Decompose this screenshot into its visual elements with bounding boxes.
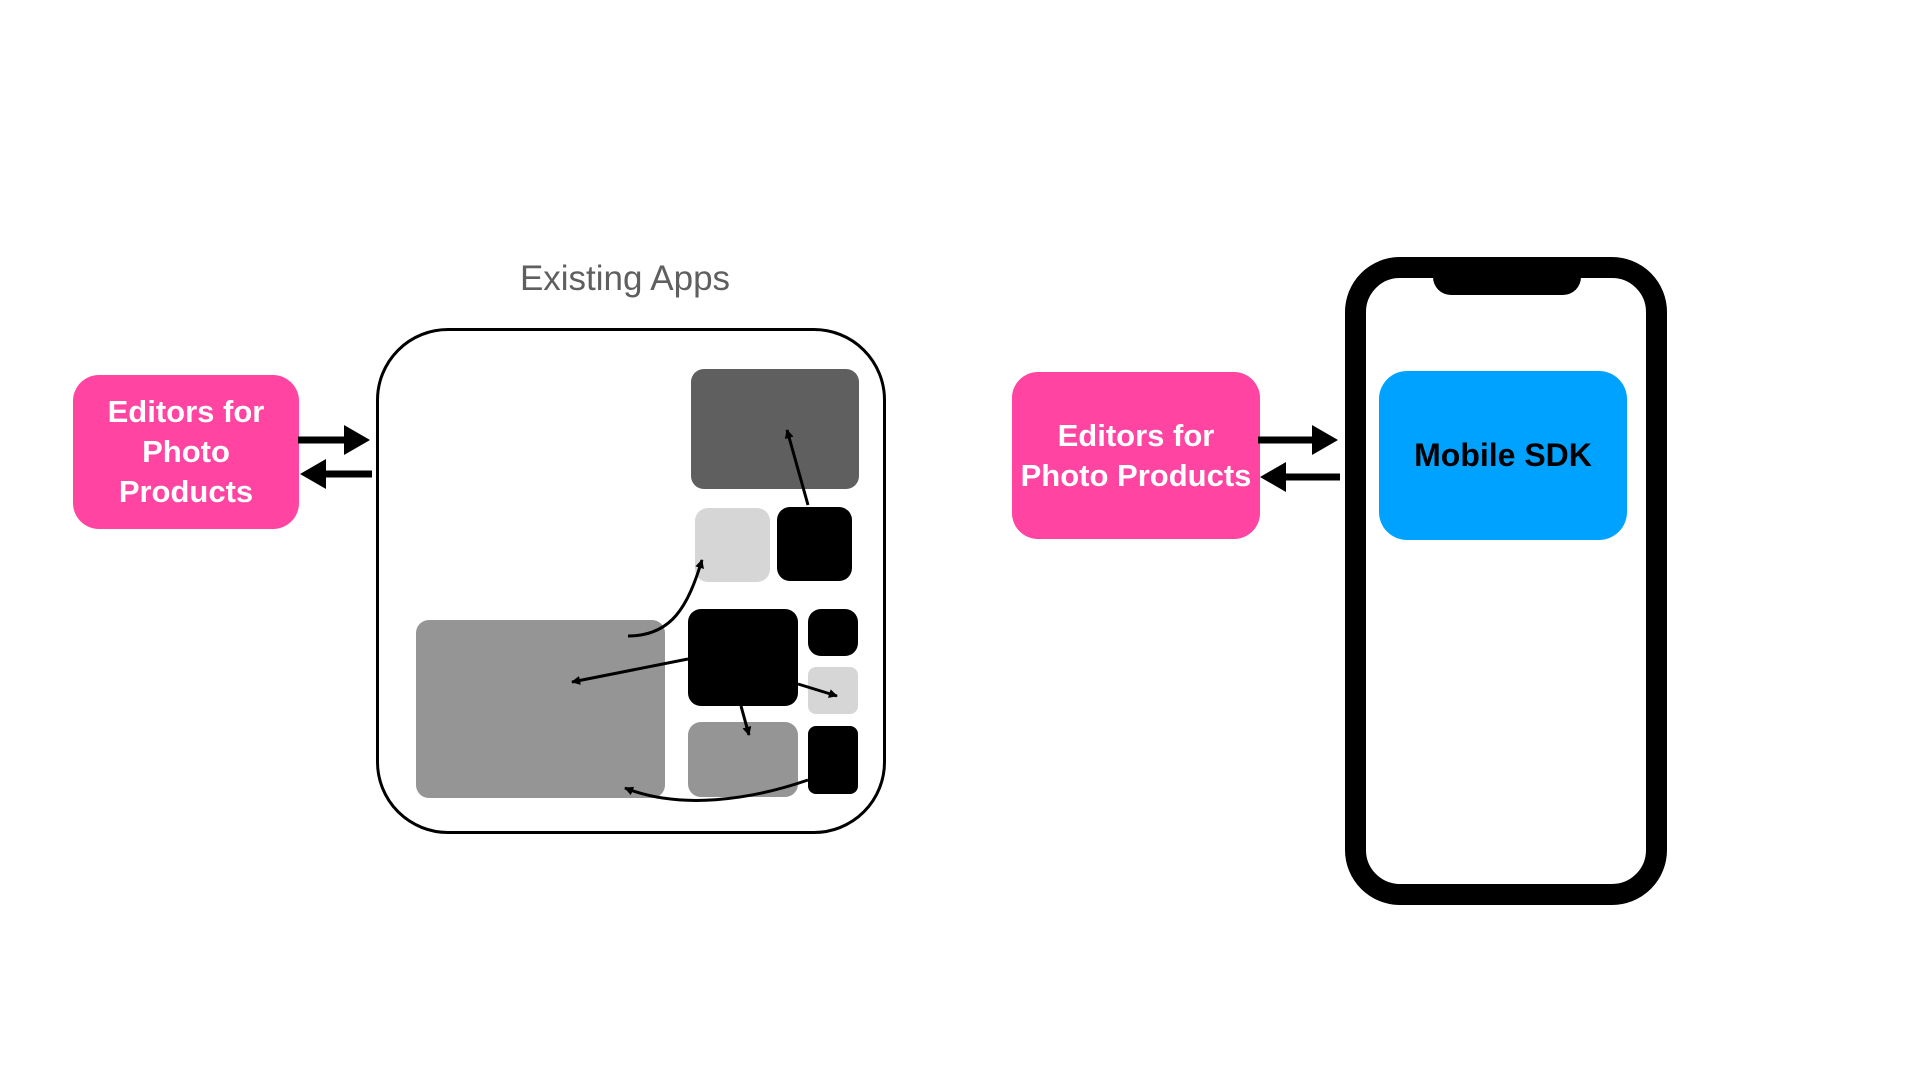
arrow-black-to-tiny (797, 682, 838, 698)
arrow-black-to-gray-small (739, 705, 752, 736)
right-exchange-arrows-icon (1258, 425, 1340, 492)
existing-apps-title: Existing Apps (519, 259, 731, 298)
block-dark-gray-top (691, 369, 859, 489)
editors-line-1: Editors for (1057, 417, 1215, 453)
editors-line-2: Photo Products (1020, 457, 1252, 493)
arrow-black-to-darkgray (784, 429, 810, 506)
internal-arrows (571, 429, 838, 802)
left-exchange-arrows-icon (298, 425, 372, 489)
phone-notch (1433, 265, 1581, 295)
block-black-tiny-top (808, 609, 858, 656)
block-mid-gray-large (416, 620, 665, 798)
smartphone-outline-icon (1345, 257, 1667, 905)
mobile-sdk-box: Mobile SDK (1379, 371, 1627, 540)
block-black-medium (688, 609, 798, 706)
editors-photo-products-box-right: Editors for Photo Products (1012, 372, 1260, 539)
existing-apps-frame (376, 328, 886, 834)
arrow-curve-to-large (624, 778, 809, 802)
editors-photo-products-box-left: Editors for Photo Products (73, 375, 299, 529)
block-black-tiny-bottom (808, 726, 858, 794)
block-light-gray-small (695, 508, 770, 582)
editors-line-1: Editors for (107, 394, 265, 430)
editors-line-3: Products (118, 473, 254, 509)
arrow-curve-to-lightgray (627, 559, 704, 638)
block-black-small-top (777, 507, 852, 581)
arrow-black-to-large (571, 657, 689, 685)
editors-line-2: Photo (142, 434, 230, 470)
